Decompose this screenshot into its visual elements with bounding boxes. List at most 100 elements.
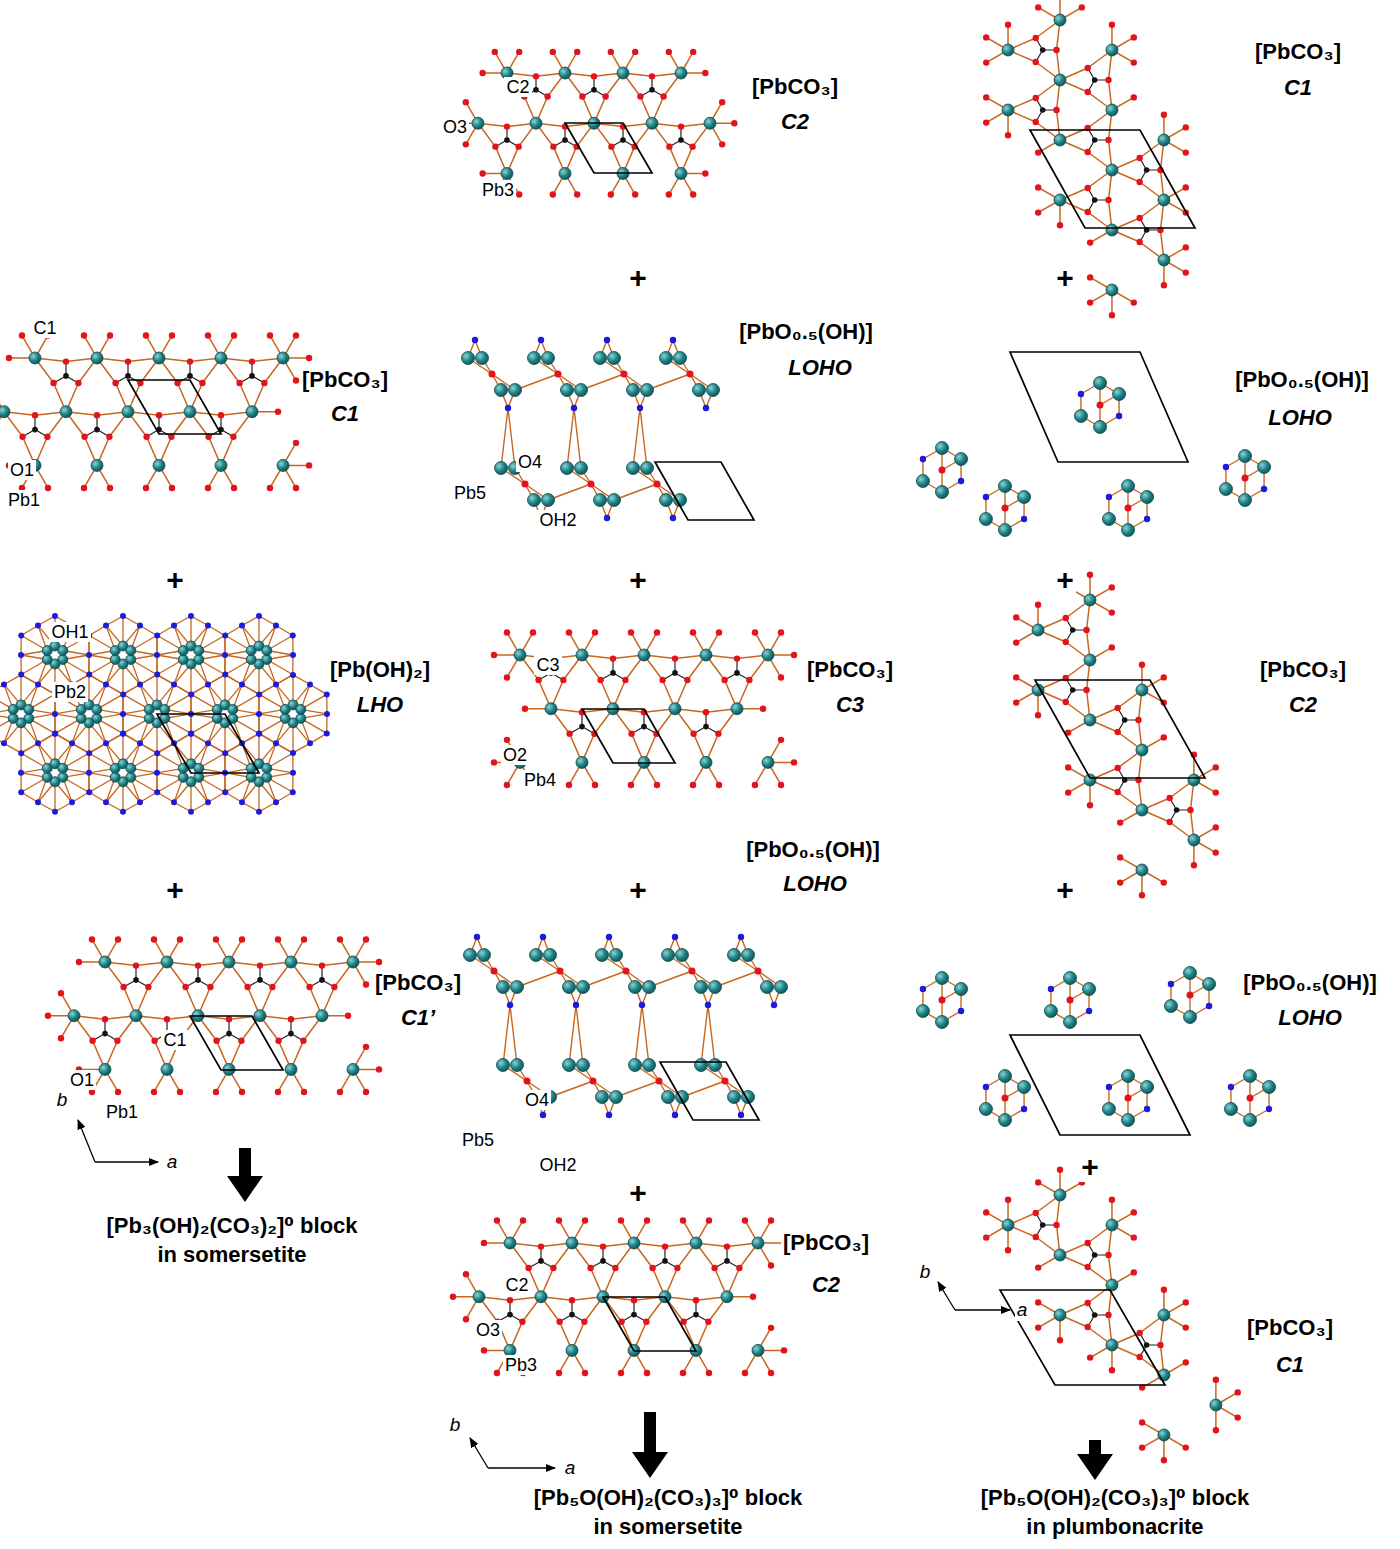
carbon-atom bbox=[94, 427, 100, 433]
oxygen-atom bbox=[1125, 505, 1132, 512]
oxygen-atom bbox=[579, 93, 585, 99]
lead-atom bbox=[161, 1063, 173, 1075]
lead-atom bbox=[608, 494, 621, 507]
oxygen-atom bbox=[666, 191, 672, 197]
lead-atom bbox=[1054, 74, 1066, 86]
oxygen-atom bbox=[293, 332, 299, 338]
oxygen-atom bbox=[94, 412, 100, 418]
hydroxide-layer bbox=[0, 613, 330, 815]
lead-atom bbox=[212, 713, 222, 723]
hydroxyl-group bbox=[958, 478, 964, 484]
oxygen-atom bbox=[1085, 209, 1091, 215]
oxygen-atom bbox=[1035, 4, 1041, 10]
carbon-atom bbox=[620, 137, 626, 143]
oxygen-atom bbox=[207, 984, 213, 990]
oxygen-atom bbox=[363, 1044, 369, 1050]
hydroxyl-group bbox=[205, 740, 211, 746]
lead-atom bbox=[1106, 164, 1118, 176]
hydroxyl-group bbox=[52, 730, 58, 736]
lead-atom bbox=[675, 167, 687, 179]
hydroxyl-group bbox=[1106, 494, 1112, 500]
lead-atom bbox=[610, 949, 623, 962]
oxygen-atom bbox=[115, 1089, 121, 1095]
carbon-atom bbox=[195, 977, 201, 983]
hydroxyl-group bbox=[154, 770, 160, 776]
hydroxyl-group bbox=[324, 691, 330, 697]
unit-cell bbox=[1010, 352, 1188, 462]
oxygen-atom bbox=[1079, 4, 1085, 10]
hydroxyl-group bbox=[103, 799, 109, 805]
lead-atom bbox=[472, 117, 484, 129]
unit-cell bbox=[1030, 130, 1195, 228]
hydroxyl-group bbox=[637, 405, 643, 411]
oxygen-atom bbox=[1053, 107, 1059, 113]
unit-cell bbox=[157, 714, 259, 773]
carbonate-layer bbox=[45, 936, 382, 1095]
oxygen-atom bbox=[612, 1265, 618, 1271]
oxygen-atom bbox=[363, 1089, 369, 1095]
oxygen-atom bbox=[81, 485, 87, 491]
oxygen-atom bbox=[1087, 299, 1093, 305]
oxygen-atom bbox=[301, 1089, 307, 1095]
oxygen-atom bbox=[591, 73, 597, 79]
oxygen-atom bbox=[602, 93, 608, 99]
oxygen-atom bbox=[231, 332, 237, 338]
carbonate-layer bbox=[983, 0, 1195, 318]
lead-atom bbox=[126, 646, 136, 656]
lead-atom bbox=[347, 956, 359, 968]
oxygen-atom bbox=[479, 70, 485, 76]
oxygen-atom bbox=[120, 984, 126, 990]
hydroxyl-group bbox=[538, 337, 544, 343]
oxygen-atom bbox=[752, 782, 758, 788]
axis-arrow bbox=[488, 1467, 555, 1468]
hydroxyl-group bbox=[35, 623, 41, 629]
carbon-atom bbox=[249, 373, 255, 379]
oxygen-atom bbox=[778, 629, 784, 635]
hydroxyl-group bbox=[86, 750, 92, 756]
lead-atom bbox=[504, 1237, 516, 1249]
lead-atom bbox=[1106, 44, 1118, 56]
hydroxyl-group bbox=[290, 770, 296, 776]
hydroxyl-group bbox=[1144, 516, 1150, 522]
hydroxyl-group bbox=[290, 789, 296, 795]
lead-atom bbox=[316, 1010, 328, 1022]
hydroxyl-group bbox=[86, 789, 92, 795]
oxygen-atom bbox=[722, 1078, 729, 1085]
oxygen-atom bbox=[711, 1265, 717, 1271]
oxygen-atom bbox=[631, 1297, 637, 1303]
oxygen-atom bbox=[143, 485, 149, 491]
oxygen-atom bbox=[690, 731, 696, 737]
lead-atom bbox=[752, 1344, 764, 1356]
hydroxyl-group bbox=[222, 750, 228, 756]
oxygen-atom bbox=[597, 677, 603, 683]
lead-atom bbox=[576, 649, 588, 661]
pb-o-bond bbox=[708, 1005, 715, 1065]
hydroxyl-group bbox=[604, 337, 610, 343]
hydroxyl-group bbox=[222, 633, 228, 639]
lead-atom bbox=[1002, 104, 1014, 116]
oxygen-atom bbox=[1005, 22, 1011, 28]
hydroxyl-group bbox=[672, 934, 678, 940]
oxygen-atom bbox=[654, 629, 660, 635]
hydroxyl-group bbox=[52, 809, 58, 815]
oxygen-atom bbox=[705, 1319, 711, 1325]
oxygen-atom bbox=[44, 434, 50, 440]
oxygen-atom bbox=[632, 191, 638, 197]
lead-atom bbox=[1141, 491, 1154, 504]
lead-atom bbox=[1258, 461, 1271, 474]
lead-atom bbox=[662, 949, 675, 962]
oxygen-atom bbox=[1109, 22, 1115, 28]
lead-atom bbox=[1054, 14, 1066, 26]
lead-atom bbox=[542, 494, 555, 507]
oxygen-atom bbox=[1136, 239, 1142, 245]
lead-atom bbox=[184, 406, 196, 418]
carbon-atom bbox=[288, 1031, 294, 1037]
oxygen-atom bbox=[479, 170, 485, 176]
lead-atom bbox=[731, 703, 743, 715]
oxygen-atom bbox=[269, 984, 275, 990]
oxygen-atom bbox=[939, 467, 946, 474]
carbon-atom bbox=[533, 87, 539, 93]
oxygen-atom bbox=[618, 1217, 624, 1223]
pb-o-bond bbox=[701, 1005, 708, 1065]
lead-atom bbox=[627, 384, 640, 397]
